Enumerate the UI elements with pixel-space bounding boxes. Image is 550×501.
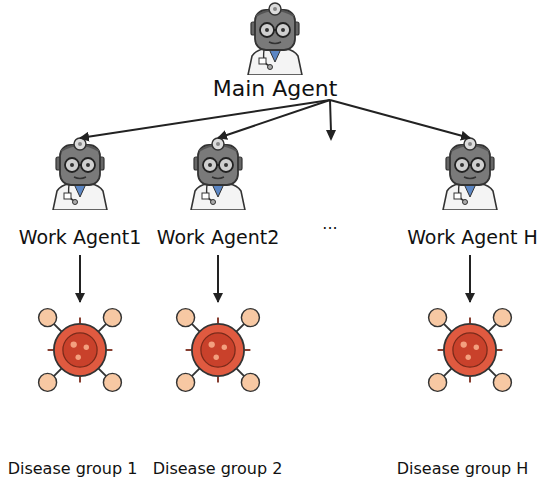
node-label: Disease group H: [395, 460, 530, 478]
node-label: Disease group 1: [5, 460, 140, 478]
doctor-icon: [443, 138, 497, 210]
arrow-connector: [469, 255, 471, 302]
agent-node: Disease group 1: [5, 302, 140, 485]
virus-icon: [429, 309, 512, 392]
arrow-connector: [80, 100, 330, 138]
agent-node: Work Agent1: [10, 138, 150, 255]
agent-node: Work Agent2: [153, 138, 283, 255]
node-label: Disease group 2: [150, 460, 285, 478]
ellipsis-arrow: [326, 100, 336, 141]
node-label: Work Agent H: [400, 227, 545, 249]
arrow-connector: [79, 255, 81, 302]
agent-node: Disease group 2: [150, 302, 285, 485]
virus-icon: [39, 309, 122, 392]
doctor-icon: [191, 138, 245, 210]
ellipsis-label: ...: [300, 214, 360, 233]
virus-icon: [177, 309, 260, 392]
node-label: Work Agent1: [10, 227, 150, 249]
arrow-connector: [217, 255, 219, 302]
agent-node: Work Agent H: [400, 138, 545, 255]
node-label: Main Agent: [195, 76, 355, 101]
node-label: Work Agent2: [153, 227, 283, 249]
main-doctor-icon: [248, 3, 302, 75]
doctor-icon: [53, 138, 107, 210]
main-agent-node: Main Agent: [195, 0, 355, 100]
arrow-connector: [330, 100, 470, 138]
agent-node: Disease group H: [395, 302, 530, 485]
arrow-connector: [218, 100, 330, 138]
